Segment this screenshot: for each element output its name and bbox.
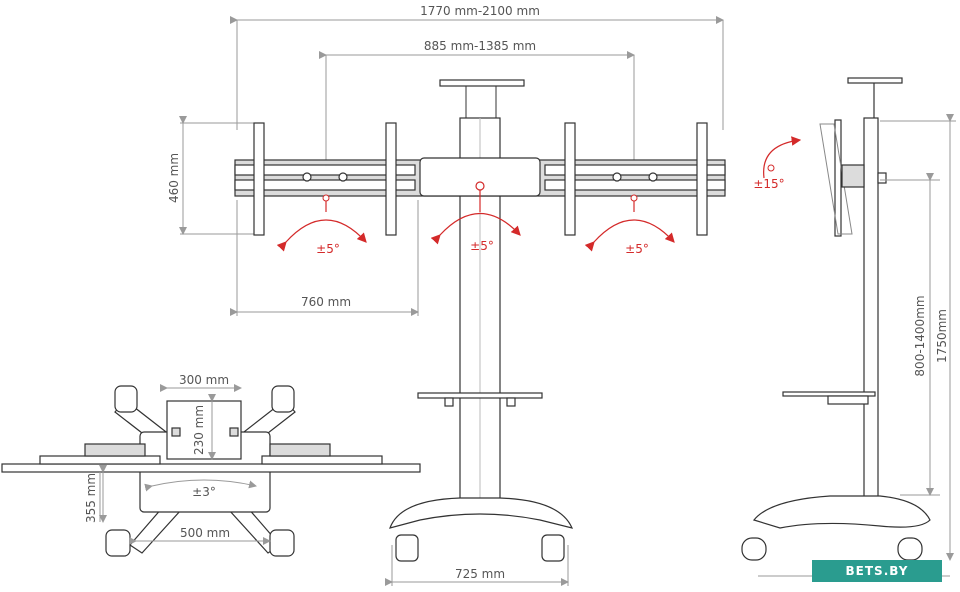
side-base (752, 495, 931, 529)
right-tilt-indicator: ±5° (584, 194, 675, 256)
top-plate-width-label: 300 mm (179, 373, 229, 387)
bracket-width-label: 760 mm (301, 295, 351, 309)
side-middle-shelf (782, 391, 876, 397)
base-width-label: 725 mm (455, 567, 505, 581)
total-width-label: 1770 mm-2100 mm (420, 4, 540, 18)
vesa-arm-2 (385, 122, 397, 236)
side-caster-left (741, 537, 767, 561)
side-tilt-label: ±15° (753, 177, 784, 191)
total-height-dimension: 1750mm (880, 114, 956, 561)
vesa-arm-1 (253, 122, 265, 236)
vesa-span-label: 885 mm-1385 mm (424, 39, 536, 53)
total-width-dimension: 1770 mm-2100 mm (230, 4, 724, 130)
base-width-dimension: 725 mm (385, 545, 569, 586)
side-bracket-tilted (819, 123, 853, 235)
right-tilt-label: ±5° (625, 242, 649, 256)
side-caster-right (897, 537, 923, 561)
base-swivel-indicator: ±3° (144, 479, 257, 499)
left-tilt-label: ±5° (316, 242, 340, 256)
top-view: 300 mm 230 mm ±3° 355 mm 500 mm (1, 373, 421, 557)
side-tilt-indicator: ±15° (753, 136, 802, 191)
height-range-dimension: 800-1400mm (880, 173, 940, 496)
center-tilt-indicator: ±5° (430, 190, 521, 253)
vesa-arms (253, 122, 708, 236)
stand-column (439, 79, 525, 501)
center-tilt-label: ±5° (470, 239, 494, 253)
total-height-label: 1750mm (935, 309, 949, 363)
bracket-height-dimension: 460 mm (167, 116, 258, 235)
bracket-height-label: 460 mm (167, 153, 181, 203)
side-top-shelf (847, 77, 903, 84)
side-column (863, 117, 879, 501)
side-clamp (841, 164, 865, 188)
left-tilt-indicator: ±5° (276, 194, 367, 256)
vesa-arm-3 (564, 122, 576, 236)
caster-right (541, 534, 565, 562)
middle-shelf (417, 392, 543, 399)
watermark: BETS.BY (812, 560, 942, 582)
top-shelf (439, 79, 525, 87)
side-bracket (834, 119, 842, 237)
front-base (389, 497, 574, 562)
bracket-width-dimension: 760 mm (230, 200, 419, 316)
vesa-span-dimension: 885 mm-1385 mm (319, 39, 635, 165)
top-plate-depth-label: 230 mm (192, 405, 206, 455)
front-view: 1770 mm-2100 mm 885 mm-1385 mm 460 mm 76… (167, 4, 726, 586)
base-body (389, 497, 574, 529)
base-length-label: 500 mm (180, 526, 230, 540)
top-plate-width-dimension: 300 mm (160, 373, 242, 392)
height-range-label: 800-1400mm (913, 295, 927, 376)
caster-left (395, 534, 419, 562)
top-view-rail (1, 463, 421, 473)
side-view: ±15° 800-1400mm 1750mm (741, 77, 956, 577)
top-plate-depth-dimension: 230 mm (192, 394, 216, 460)
watermark-text: BETS.BY (846, 564, 909, 578)
vesa-arm-4 (696, 122, 708, 236)
base-depth-label: 355 mm (84, 473, 98, 523)
base-depth-dimension: 355 mm (84, 465, 107, 523)
base-swivel-label: ±3° (192, 485, 216, 499)
base-length-dimension: 500 mm (129, 526, 271, 545)
